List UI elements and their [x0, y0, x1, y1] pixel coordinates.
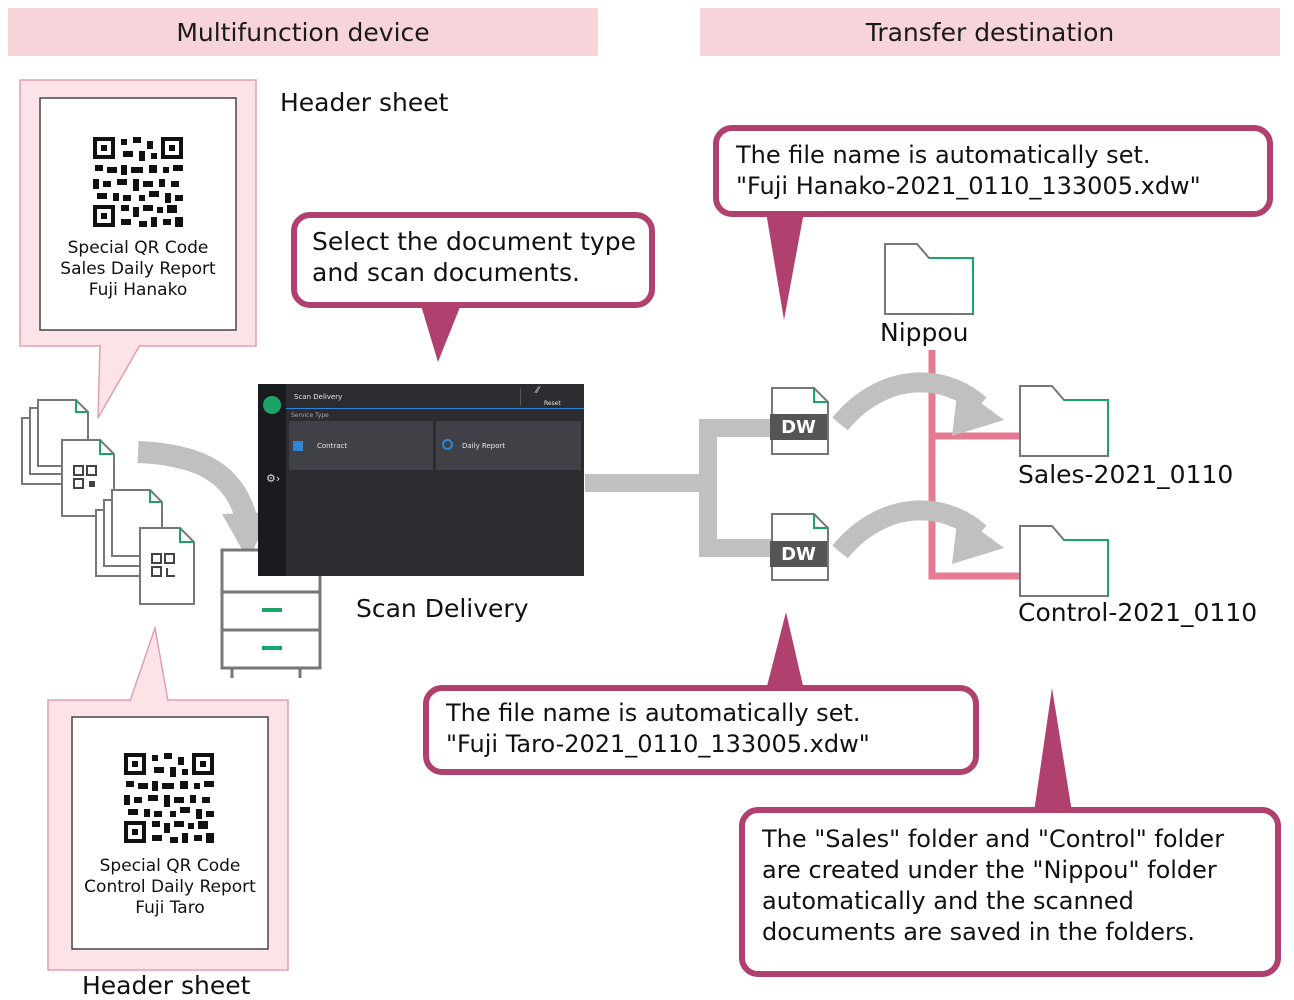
settings-gear-icon[interactable]: ⚙›: [266, 472, 281, 485]
folder-label-sales: Sales-2021_0110: [1018, 460, 1234, 489]
service-type-label: Service Type: [291, 412, 329, 419]
callout-file-bottom-box: [423, 685, 979, 775]
nippou-folder-icon: [884, 243, 974, 315]
contract-icon: [293, 441, 303, 451]
user-icon[interactable]: [263, 396, 281, 414]
callout-file-top-pointer: [766, 212, 804, 320]
header-sheet-bottom-label: Header sheet: [82, 971, 251, 1000]
daily-report-label: Daily Report: [462, 442, 506, 450]
screen-title: Scan Delivery: [294, 393, 343, 401]
callout-file-bottom-text: The file name is automatically set. "Fuj…: [446, 699, 870, 758]
transfer-destination-header: Transfer destination: [700, 8, 1280, 56]
callout-file-top-text: The file name is automatically set. "Fuj…: [736, 141, 1201, 200]
header-sheet-bottom-text: Special QR Code Control Daily Report Fuj…: [84, 856, 256, 918]
header-sheet-top-label: Header sheet: [280, 88, 449, 117]
folder-label-nippou: Nippou: [880, 318, 969, 347]
callout-select-pointer: [420, 302, 462, 362]
daily-report-icon: [442, 439, 453, 450]
scan-delivery-screen: ⚙› Scan Delivery ⁄⁄ Reset Service Type C…: [258, 384, 584, 576]
header-sheet-top-text: Special QR Code Sales Daily Report Fuji …: [60, 238, 216, 300]
callout-folders-box: [739, 807, 1281, 977]
paper-stack-top: [21, 399, 115, 517]
multifunction-device-title: Multifunction device: [176, 17, 430, 47]
contract-button[interactable]: Contract: [289, 421, 433, 470]
transfer-connector: [585, 419, 772, 557]
screen-sidebar: [258, 384, 286, 576]
header-sheet-bottom-pointer: [130, 628, 168, 701]
callout-select-box: [291, 212, 655, 308]
dw-label-bottom: DW: [770, 541, 827, 567]
callout-folders-text: The "Sales" folder and "Control" folder …: [762, 825, 1225, 946]
folder-label-control: Control-2021_0110: [1018, 598, 1258, 627]
callout-file-bottom-pointer: [766, 612, 804, 690]
reset-label[interactable]: Reset: [544, 400, 561, 407]
transfer-destination-title: Transfer destination: [865, 17, 1115, 47]
sales-folder-icon: [1019, 385, 1109, 457]
callout-folders-pointer: [1034, 688, 1072, 812]
daily-report-button[interactable]: Daily Report: [436, 421, 581, 470]
control-folder-icon: [1019, 525, 1109, 597]
qr-code-top: [93, 137, 183, 227]
feed-arrow-body: [137, 441, 259, 528]
reset-icon[interactable]: ⁄⁄: [536, 386, 540, 396]
multifunction-device-header: Multifunction device: [8, 8, 598, 56]
callout-select-text: Select the document type and scan docume…: [312, 227, 636, 287]
contract-label: Contract: [317, 442, 348, 450]
folder-tree-lines: [928, 350, 1020, 580]
qr-code-bottom: [124, 753, 214, 843]
callout-file-top-box: [713, 125, 1273, 217]
paper-stack-bottom: [95, 489, 195, 605]
scan-delivery-caption: Scan Delivery: [356, 594, 529, 623]
dw-label-top: DW: [770, 414, 827, 440]
